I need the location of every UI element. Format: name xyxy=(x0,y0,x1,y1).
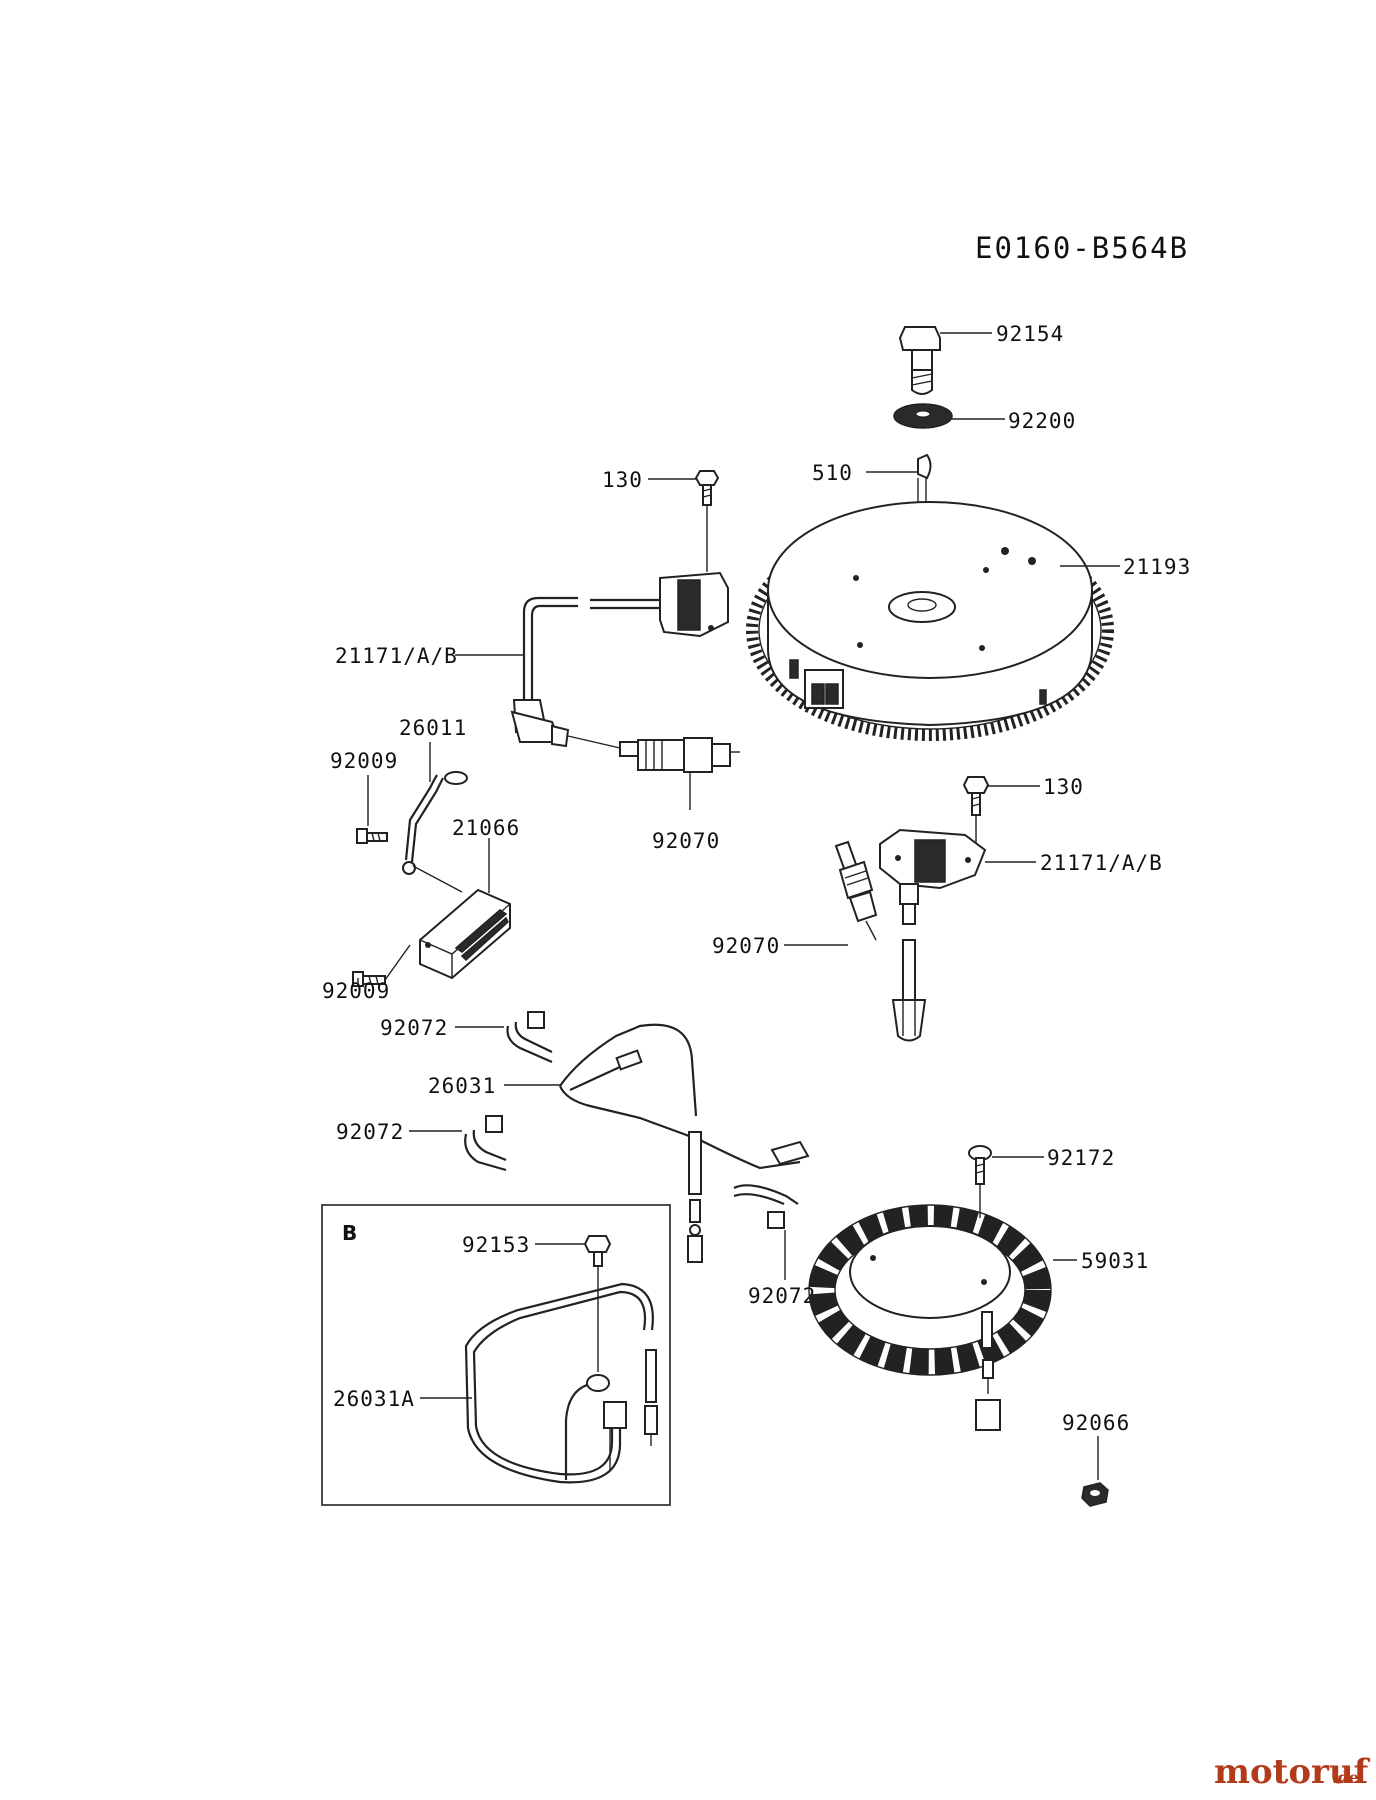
tie-92072-top xyxy=(506,1011,553,1064)
flywheel-21193 xyxy=(746,501,1114,741)
ignition-coil-21171-right xyxy=(879,828,987,1042)
callout-92153: 92153 xyxy=(462,1233,530,1257)
spark-plug-92070-right xyxy=(834,840,878,941)
svg-text:motoruf: motoruf xyxy=(1214,1752,1371,1792)
screw-130-top xyxy=(694,470,720,572)
callout-92009-top: 92009 xyxy=(330,749,398,773)
callout-21193: 21193 xyxy=(1123,555,1191,579)
screw-92153 xyxy=(583,1235,612,1372)
callout-92200: 92200 xyxy=(1008,409,1076,433)
washer-92200 xyxy=(893,403,953,429)
harness-26031A xyxy=(464,1282,658,1484)
lead-26011 xyxy=(402,771,468,875)
nut-92066 xyxy=(1081,1482,1109,1507)
callout-92066: 92066 xyxy=(1062,1411,1130,1435)
callout-92072-bottom: 92072 xyxy=(748,1284,816,1308)
callout-21066: 21066 xyxy=(452,816,520,840)
tie-92072-bottom xyxy=(733,1184,799,1229)
callout-21171-right: 21171/A/B xyxy=(1040,851,1163,875)
stator-59031 xyxy=(808,1204,1052,1431)
callout-92154: 92154 xyxy=(996,322,1064,346)
ignition-coil-21171-left xyxy=(510,571,729,749)
callout-92172: 92172 xyxy=(1047,1146,1115,1170)
callout-92070-left: 92070 xyxy=(652,829,720,853)
callout-92070-right: 92070 xyxy=(712,934,780,958)
inset-label: B xyxy=(342,1221,357,1245)
callout-26011: 26011 xyxy=(399,716,467,740)
callout-92072-mid: 92072 xyxy=(336,1120,404,1144)
callout-21171-left: 21171/A/B xyxy=(335,644,458,668)
bolt-92154 xyxy=(898,326,941,395)
callout-130-top: 130 xyxy=(602,468,643,492)
callout-92072-top: 92072 xyxy=(380,1016,448,1040)
callout-26031A: 26031A xyxy=(333,1387,415,1411)
screw-92172 xyxy=(968,1145,992,1218)
callout-92009-bottom: 92009 xyxy=(322,979,390,1003)
tie-92072-mid xyxy=(464,1115,507,1172)
spark-plug-92070-left xyxy=(619,737,740,810)
regulator-21066 xyxy=(412,865,511,980)
callout-26031: 26031 xyxy=(428,1074,496,1098)
watermark-logo: motoruf .de xyxy=(1214,1752,1371,1792)
harness-26031 xyxy=(558,1023,810,1263)
inset-b: B 92153 26031A xyxy=(321,1204,671,1506)
screw-92009-top xyxy=(356,828,388,844)
diagram-code: E0160-B564B xyxy=(975,231,1189,265)
callout-59031: 59031 xyxy=(1081,1249,1149,1273)
callout-130-right: 130 xyxy=(1043,775,1084,799)
svg-text:.de: .de xyxy=(1332,1768,1359,1787)
callout-510: 510 xyxy=(812,461,853,485)
